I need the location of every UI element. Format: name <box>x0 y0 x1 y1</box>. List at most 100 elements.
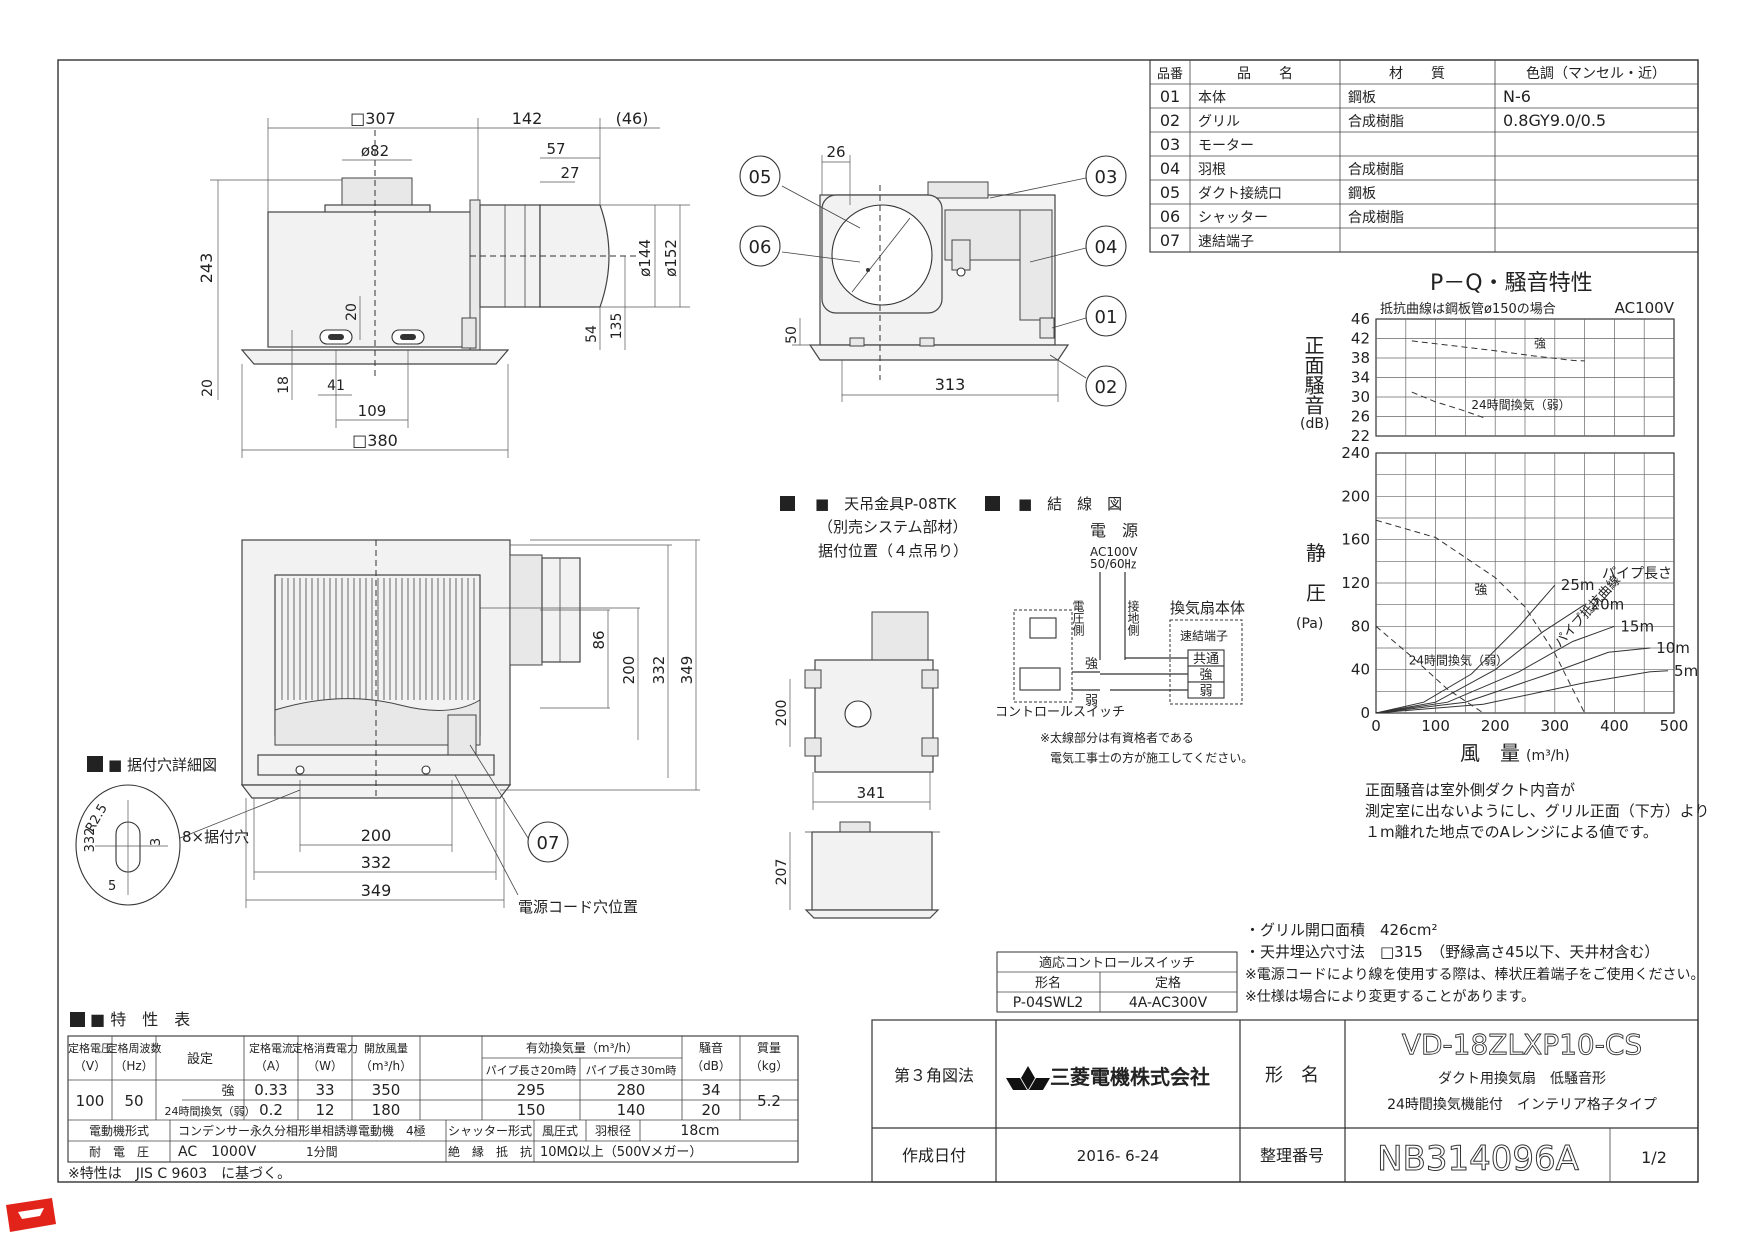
parts-cell: 合成樹脂 <box>1348 210 1404 226</box>
y-tick-label: 200 <box>1341 487 1370 505</box>
spec-row-current: 0.33 <box>254 1081 287 1099</box>
spec-row-setting: 24時間換気（弱） <box>165 1104 256 1118</box>
hanger-section: ■ 天吊金具P-08TK （別売システム部材） 据付位置（４点吊り） 200 3… <box>774 495 968 919</box>
dim-332v: 332 <box>650 656 668 685</box>
wiring-weak: 弱 <box>1199 684 1212 699</box>
number-label: 整理番号 <box>1260 1146 1324 1165</box>
series-label: 24時間換気（弱） <box>1409 652 1508 667</box>
dim-54: 54 <box>584 325 600 343</box>
series-line <box>1411 340 1585 362</box>
parts-header-name: 品 名 <box>1237 66 1293 82</box>
hanger-sub2: 据付位置（４点吊り） <box>818 542 968 560</box>
parts-cell: 鋼板 <box>1348 186 1376 202</box>
spec-row-noise: 20 <box>701 1101 720 1119</box>
dim-5: 5 <box>108 879 116 894</box>
spec-row-open: 180 <box>372 1101 401 1119</box>
spec-freq: 50 <box>124 1092 143 1110</box>
parts-cell: 0.8GY9.0/0.5 <box>1503 111 1606 130</box>
notes-block: ・グリル開口面積 426cm² ・天井埋込穴寸法 □315 （野縁高さ45以下、… <box>1245 921 1704 1005</box>
wiring-strong: 強 <box>1199 668 1212 683</box>
model-desc1: ダクト用換気扇 低騒音形 <box>1438 1070 1606 1087</box>
y-tick-label: 80 <box>1351 617 1370 635</box>
series-label: 20m <box>1591 596 1625 614</box>
series-line <box>1375 584 1556 714</box>
wiring-note2: 電気工事士の方が施工してください。 <box>1050 750 1253 765</box>
note-line: ・グリル開口面積 426cm² <box>1245 921 1438 939</box>
callout-02-label: 02 <box>1095 377 1118 398</box>
spec-h-p20: パイプ長さ20m時 <box>486 1064 577 1077</box>
company-name: 三菱電機株式会社 <box>1050 1065 1210 1089</box>
switch-table-h2: 定格 <box>1155 975 1181 991</box>
y-tick-label: 160 <box>1341 531 1370 549</box>
y-tick-label: 120 <box>1341 574 1370 592</box>
spec-h-noise: 騒音 <box>699 1040 723 1055</box>
spec-mass: 5.2 <box>757 1092 781 1110</box>
pq-legend-title: パイプ長さ <box>1602 566 1672 582</box>
pq-ylabel: 静 <box>1306 541 1326 565</box>
spec-withstand-label: 耐 電 圧 <box>89 1145 149 1159</box>
callout-06-label: 06 <box>749 237 772 258</box>
noise-annotation: 抵抗曲線は鋼板管ø150の場合 <box>1380 301 1556 317</box>
dim-86: 86 <box>590 630 608 649</box>
series-label: 15m <box>1620 617 1654 635</box>
dim-82: ø82 <box>361 142 389 160</box>
series-line <box>1375 604 1585 714</box>
hanger-dim-200: 200 <box>774 700 790 727</box>
spec-h-openflow: 開放風量 <box>364 1041 408 1055</box>
parts-cell: 合成樹脂 <box>1348 114 1404 130</box>
dim-3: 3 <box>149 838 164 846</box>
parts-cell: 07 <box>1160 231 1180 250</box>
dim-57: 57 <box>546 140 565 158</box>
spec-h-mass-u: （kg） <box>750 1059 789 1073</box>
model-name: VD-18ZLXP10-CS <box>1402 1028 1642 1061</box>
y-tick-label: 26 <box>1351 408 1370 426</box>
wiring-common: 共通 <box>1193 652 1219 667</box>
chart-notes: 正面騒音は室外側ダクト内音が 測定室に出ないようにし、グリル正面（下方）より １… <box>1365 781 1709 841</box>
parts-cell: 本体 <box>1198 90 1226 106</box>
spec-row-setting: 強 <box>221 1084 234 1099</box>
spec-h-voltage-u: （V） <box>74 1059 106 1073</box>
spec-row-open: 350 <box>372 1081 401 1099</box>
x-tick-label: 400 <box>1600 717 1629 735</box>
spec-insulation-label: 絶 縁 抵 抗 <box>448 1144 532 1159</box>
dim-243: 243 <box>197 253 216 284</box>
spec-row-p20: 150 <box>517 1101 546 1119</box>
note-line: ※電源コードにより線を使用する際は、棒状圧着端子をご使用ください。 <box>1245 966 1704 983</box>
mount-hole-detail: ■ 据付穴詳細図 R2.5 332 3 5 <box>75 756 217 906</box>
dim-200v: 200 <box>620 656 638 685</box>
mitsubishi-logo-icon <box>1006 1066 1050 1090</box>
chart-title: P－Q・騒音特性 <box>1430 271 1593 296</box>
pq-yunit: (Pa) <box>1296 616 1323 632</box>
dim-332h: 332 <box>361 853 392 872</box>
parts-cell: グリル <box>1198 114 1240 130</box>
spec-blade-value: 18cm <box>680 1123 719 1139</box>
series-label: 5m <box>1674 662 1698 680</box>
dim-142: 142 <box>512 109 543 128</box>
side-view <box>240 130 640 380</box>
switch-table-v1: P-04SWL2 <box>1013 995 1083 1011</box>
dim-46: (46) <box>616 109 649 128</box>
series-label: 24時間換気（弱） <box>1471 397 1570 412</box>
date-value: 2016- 6-24 <box>1077 1147 1159 1165</box>
spec-withstand-value: AC 1000V <box>178 1144 257 1160</box>
hanger-title: ■ 天吊金具P-08TK <box>815 495 958 513</box>
cord-hole-label: 電源コード穴位置 <box>518 898 638 916</box>
dim-307: □307 <box>350 109 396 128</box>
series-label: 25m <box>1561 576 1595 594</box>
spec-row-noise: 34 <box>701 1081 720 1099</box>
note-line: ※仕様は場合により変更することがあります。 <box>1245 988 1535 1005</box>
callout-01-label: 01 <box>1095 307 1118 328</box>
callout-03 <box>1085 155 1127 197</box>
dim-20b: 20 <box>200 379 216 397</box>
wiring-note1: ※太線部分は有資格者である <box>1040 730 1194 745</box>
y-tick-label: 22 <box>1351 427 1370 445</box>
spec-h-power-u: （W） <box>307 1059 343 1073</box>
spec-h-voltage: 定格電圧 <box>68 1041 112 1055</box>
spec-table: ■ 特 性 表 定格電圧 （V） 定格周波数 （Hz） 設定 定格電流 （A） … <box>67 1010 799 1182</box>
parts-header-color: 色調（マンセル・近） <box>1526 65 1666 82</box>
spec-h-p30: パイプ長さ30m時 <box>586 1064 677 1077</box>
spec-h-power: 定格消費電力 <box>292 1041 358 1055</box>
part-callouts: 05 06 03 04 01 02 <box>739 155 1127 407</box>
spec-h-openflow-u: （m³/h） <box>360 1059 412 1073</box>
